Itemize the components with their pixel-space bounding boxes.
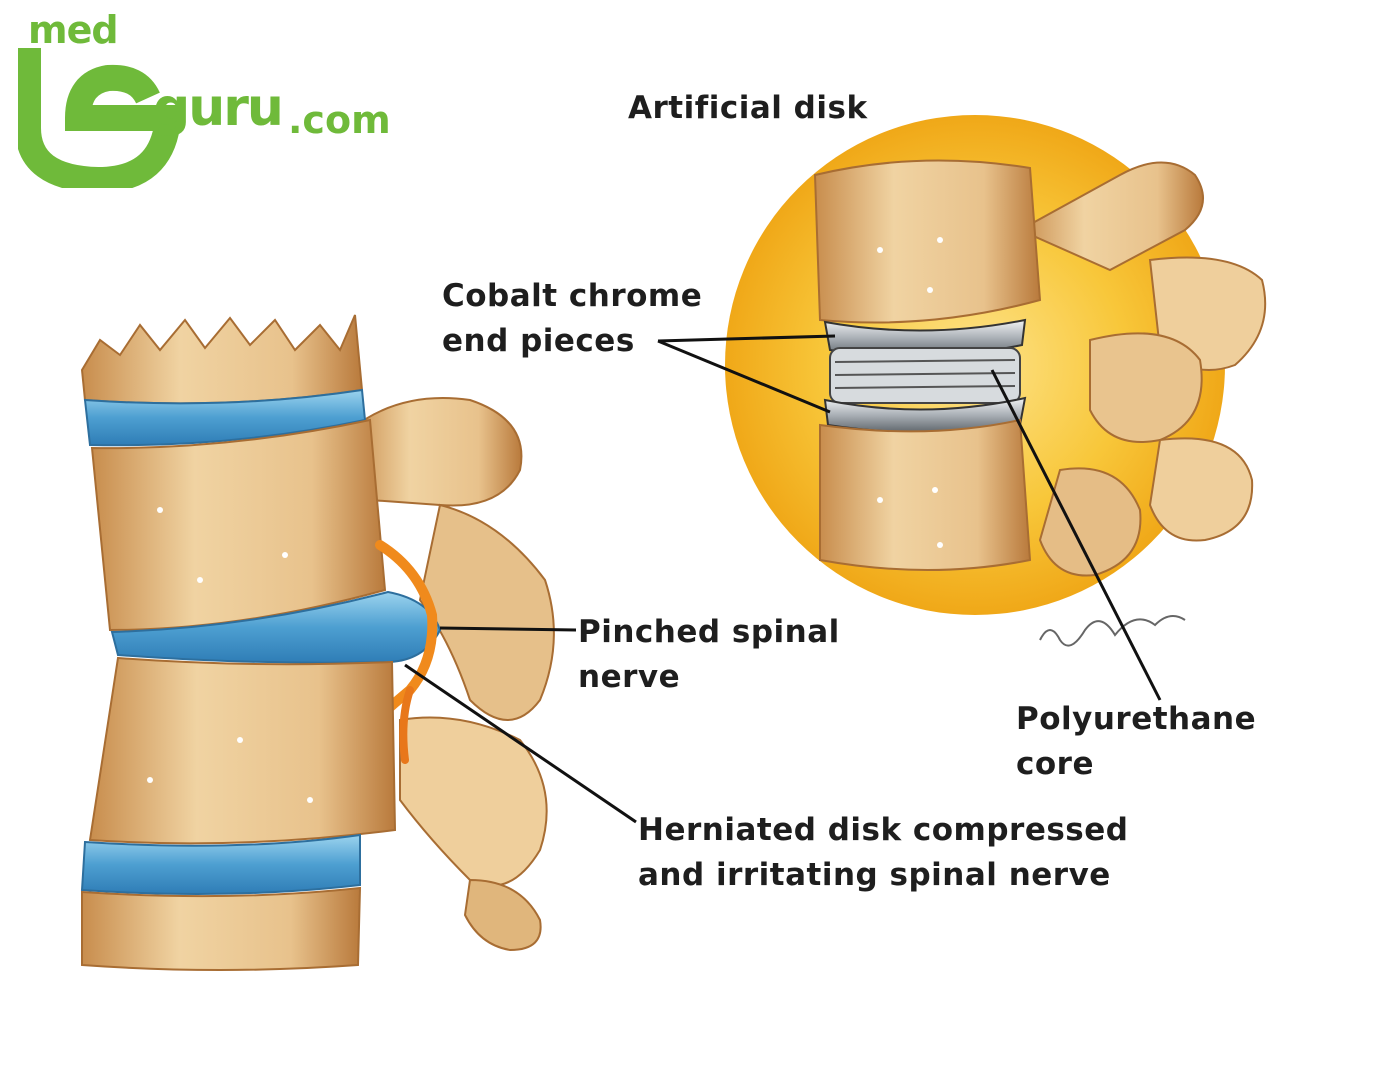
leader-polyurethane [990,369,1162,701]
left-posterior-elements [348,397,555,952]
logo-guru: guru [153,78,284,138]
herniated-disk [110,590,442,664]
label-herniated-disk: Herniated disk compressed and irritating… [638,808,1128,898]
label-poly-line1: Polyurethane [1016,701,1257,737]
left-middle-vertebra [90,418,387,632]
label-artificial-disk: Artificial disk [628,86,868,131]
left-top-vertebra [80,314,364,405]
artist-signature [1039,615,1186,647]
logo-e-icon [18,48,183,188]
right-lower-vertebra [819,418,1032,571]
label-pinched-line1: Pinched spinal [578,614,840,650]
left-bottom-vertebra [81,886,362,971]
leader-herniated [404,663,637,824]
left-top-disk [83,388,367,447]
logo-com: .com [288,98,391,142]
label-cobalt-line1: Cobalt chrome [442,278,703,314]
left-lower-vertebra [88,656,397,845]
label-poly-line2: core [1016,746,1094,782]
leader-cobalt-top [657,334,836,343]
right-spinous-processes [1017,161,1267,577]
medeguru-logo: med guru .com [18,8,408,188]
label-cobalt-chrome: Cobalt chrome end pieces [442,274,702,364]
right-foramina-dots [877,237,943,548]
leader-pinched [439,626,577,632]
leader-lines [404,334,1162,824]
label-pinched-line2: nerve [578,659,681,695]
polyurethane-core [829,347,1021,404]
leader-cobalt-bottom [657,339,831,414]
label-artificial-disk-text: Artificial disk [628,90,868,126]
label-polyurethane-core: Polyurethane core [1016,697,1256,787]
left-foramina-dots [147,507,313,803]
label-herniated-line1: Herniated disk compressed [638,812,1129,848]
left-bottom-disk [80,833,361,895]
label-pinched-nerve: Pinched spinal nerve [578,610,840,700]
nerve-branch [399,686,414,764]
right-upper-vertebra [813,159,1042,324]
label-cobalt-line2: end pieces [442,323,635,359]
label-herniated-line2: and irritating spinal nerve [638,857,1111,893]
logo-med: med [28,8,119,52]
